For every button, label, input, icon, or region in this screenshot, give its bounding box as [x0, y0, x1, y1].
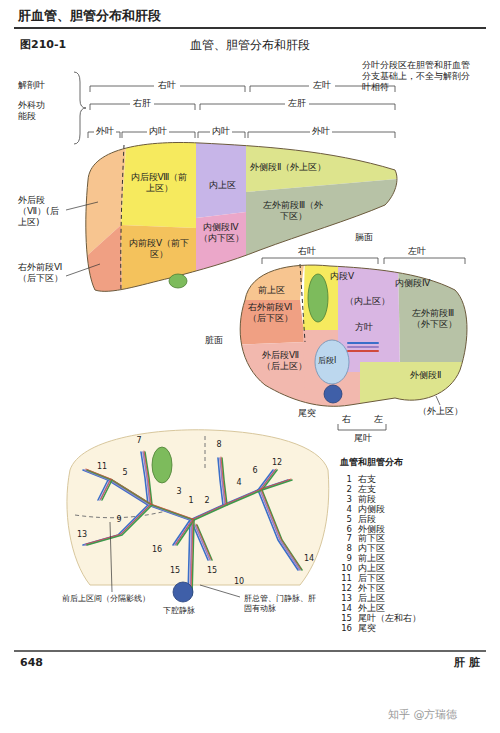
segment-label: 外后段（Ⅶ）(后上区) [18, 195, 64, 227]
segment-label: 内段Ⅴ [330, 271, 366, 282]
callout-number: 10 [232, 577, 246, 587]
list-term: 外侧段 [358, 524, 476, 534]
callout-number: 6 [248, 466, 262, 476]
segment-label: 左 [372, 414, 384, 425]
lobe-label: 外科功能段 [18, 100, 48, 122]
list-term: 尾突 [358, 623, 476, 633]
list-number: 5 [336, 514, 352, 524]
segment-label: 右 [340, 414, 352, 425]
list-number: 12 [336, 583, 352, 593]
callout-number: 9 [112, 515, 126, 525]
list-number: 15 [336, 613, 352, 623]
list-term: 前段 [358, 494, 476, 504]
chapter-name: 肝 脏 [400, 656, 480, 669]
lobe-label: 外叶 [306, 126, 336, 137]
list-number: 14 [336, 603, 352, 613]
callout-number: 5 [118, 468, 132, 478]
list-number: 1 [336, 474, 352, 484]
segment-label: 方叶 [355, 322, 385, 333]
list-title: 血管和胆管分布 [340, 457, 460, 468]
callout-number: 2 [200, 496, 214, 506]
note-text: 分叶分段区在胆管和肝血管分支基础上，不全与解剖分叶相符 [362, 60, 476, 92]
list-number: 11 [336, 573, 352, 583]
list-term: 前下区 [358, 533, 476, 543]
segment-label: 外侧段Ⅱ [410, 370, 456, 381]
list-term: 后段 [358, 514, 476, 524]
callout-number: 1 [184, 496, 198, 506]
segment-label: 右外前段Ⅵ（后下区） [18, 262, 64, 284]
list-number: 16 [336, 623, 352, 633]
structure-label: 下腔静脉 [163, 606, 208, 616]
watermark: 知乎 @方瑞德 [388, 708, 494, 721]
segment-label: 左叶 [402, 246, 432, 257]
list-term: 后下区 [358, 573, 476, 583]
segment-label: （外上区） [418, 406, 470, 417]
segment-label: 内侧段Ⅳ（内下区） [197, 222, 245, 244]
segment-label: 外后段Ⅶ（后上区） [262, 350, 312, 372]
segment-label: 尾叶 [350, 433, 376, 444]
view-label: 脏面 [205, 335, 233, 346]
list-term: 前上区 [358, 553, 476, 563]
list-number: 2 [336, 484, 352, 494]
list-term: 右支 [358, 474, 476, 484]
segment-label: 右叶 [292, 246, 322, 257]
callout-number: 16 [150, 545, 164, 555]
segment-label: 后段Ⅰ [318, 356, 348, 366]
structure-label: 前后上区间（分隔影线） [62, 594, 158, 604]
list-term: 内侧段 [358, 504, 476, 514]
list-term: 内上区 [358, 563, 476, 573]
list-number: 8 [336, 543, 352, 553]
callout-number: 8 [212, 440, 226, 450]
structure-label: 肝总管、门静脉、肝固有动脉 [244, 594, 320, 613]
list-term: 外上区 [358, 603, 476, 613]
list-term: 内下区 [358, 543, 476, 553]
list-number: 3 [336, 494, 352, 504]
segment-label: 内上区 [200, 180, 244, 191]
callout-number: 11 [95, 462, 109, 472]
list-number: 13 [336, 593, 352, 603]
list-term: 后上区 [358, 593, 476, 603]
segment-label: 左外前段Ⅲ（外下区） [412, 308, 458, 330]
segment-label: （内上区） [345, 296, 397, 307]
list-term: 左支 [358, 484, 476, 494]
list-number: 7 [336, 533, 352, 543]
lobe-label: 内叶 [206, 126, 236, 137]
list-number: 10 [336, 563, 352, 573]
callout-number: 7 [132, 436, 146, 446]
segment-label: 内后段Ⅷ（前上区） [128, 172, 190, 194]
segment-label: 右外前段Ⅵ（后下区） [248, 302, 296, 324]
lobe-label: 左叶 [302, 80, 342, 91]
lobe-label: 解剖叶 [18, 80, 68, 91]
lobe-label: 外叶 [90, 126, 120, 137]
callout-number: 13 [75, 530, 89, 540]
figure-number: 图210-1 [20, 38, 100, 51]
callout-number: 4 [232, 478, 246, 488]
list-term: 尾叶（左和右） [358, 613, 476, 623]
callout-number: 15 [168, 566, 182, 576]
callout-number: 12 [270, 458, 284, 468]
segment-label: 内侧段Ⅳ [395, 278, 443, 289]
callout-number: 14 [302, 554, 316, 564]
lobe-label: 右叶 [147, 80, 187, 91]
lobe-label: 内叶 [143, 126, 173, 137]
segment-label: 左外前段Ⅲ（外下区） [262, 200, 324, 222]
page-number: 648 [20, 656, 60, 669]
figure-title: 血管、胆管分布和肝段 [150, 38, 350, 52]
list-number: 4 [336, 504, 352, 514]
segment-label: 前上区 [258, 285, 294, 296]
lobe-label: 左肝 [277, 98, 317, 109]
lobe-label: 右肝 [122, 98, 162, 109]
segment-label: 内前段Ⅴ（前下区） [128, 238, 190, 260]
list-number: 9 [336, 553, 352, 563]
segment-label: 外侧段Ⅱ（外上区） [250, 162, 345, 173]
callout-number: 15 [205, 566, 219, 576]
running-head: 肝血管、胆管分布和肝段 [18, 8, 278, 24]
view-label: 膈面 [355, 232, 385, 243]
list-number: 6 [336, 524, 352, 534]
list-term: 外下区 [358, 583, 476, 593]
callout-number: 3 [172, 487, 186, 497]
segment-label: 尾突 [298, 408, 326, 419]
